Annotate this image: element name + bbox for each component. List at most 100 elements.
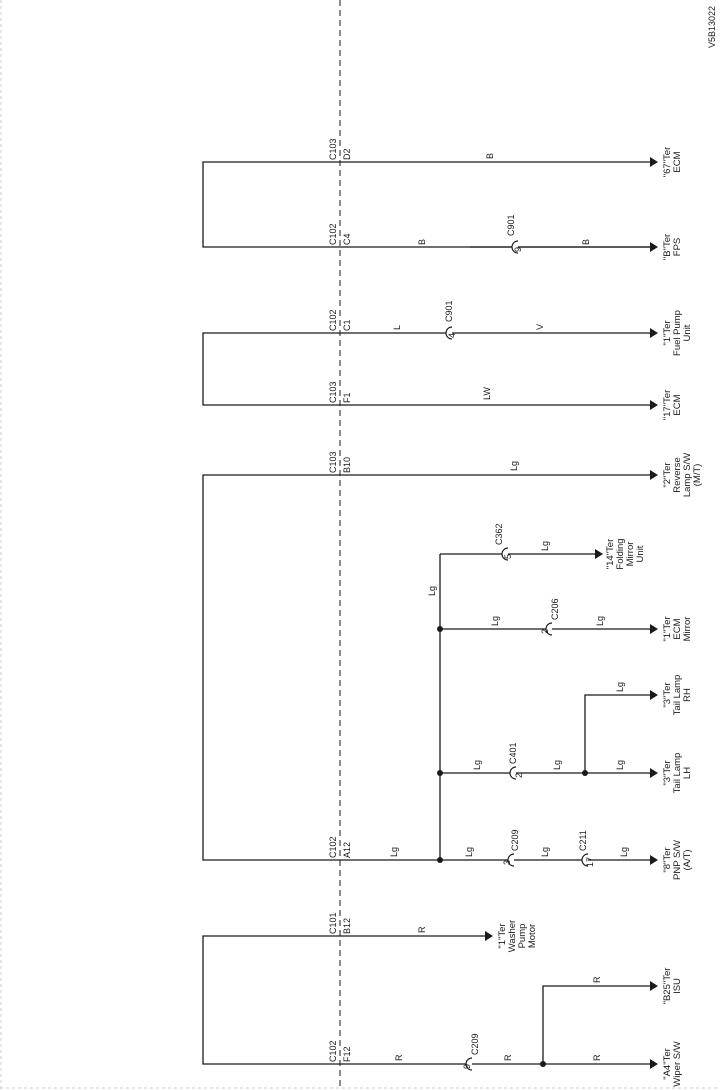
- wire-color-lw: LW: [482, 387, 492, 400]
- terminal-folding-mirror: "14"TerFoldingMirrorUnit: [605, 538, 646, 569]
- arrow-reverse: [650, 470, 658, 480]
- inline-connector-symbol: [545, 622, 553, 636]
- inline-connector-symbol: [507, 853, 515, 867]
- inline-pin-c362: 5: [503, 554, 513, 559]
- inline-pin-c209-9: 9: [462, 1064, 472, 1069]
- wire-color-v: V: [535, 324, 545, 330]
- inline-conn-c401: C401: [508, 742, 518, 764]
- inline-pin-c209: 3: [502, 860, 512, 865]
- pin-label-d2: D2: [342, 148, 352, 160]
- pin-label-f12: F12: [342, 1046, 352, 1062]
- wire-r-isu: [542, 985, 650, 1064]
- terminal-fuel-pump: "1"TerFuel PumpUnit: [662, 310, 693, 356]
- wire-color-lg-rev: Lg: [509, 461, 519, 471]
- wire-color-lg-lh3: Lg: [615, 760, 625, 770]
- wire-color-lg-pnp0: Lg: [389, 847, 399, 857]
- conn-label-c102-c1: C102: [328, 309, 338, 331]
- terminal-reverse-lamp: "2"TerReverseLamp S/W(M/T): [662, 453, 703, 497]
- connector-labels: C103 D2 C102 C4 C102 C1 C103 F1 C103 B10…: [328, 138, 352, 1062]
- figure-id: V5B13022: [707, 6, 717, 48]
- terminal-tail-lamp-rh: "3"TerTail LampRH: [662, 675, 693, 716]
- arrow-pnp: [650, 855, 658, 865]
- inline-conn-c209: C209: [510, 829, 520, 851]
- arrow-fold: [595, 549, 603, 559]
- conn-label-c103-f1: C103: [328, 381, 338, 403]
- circuit-group-lg: Lg Lg Lg 5 C362 Lg 2 C206 Lg Lg 2 C401 L…: [202, 461, 658, 867]
- splice-dot: [437, 770, 443, 776]
- inline-conn-c901-b: C901: [444, 300, 454, 322]
- inline-conn-c206: C206: [550, 598, 560, 620]
- wire-color-r-wip3: R: [592, 1054, 602, 1061]
- wire-color-lg-lh1: Lg: [472, 760, 482, 770]
- arrow-ecm-mirror: [650, 624, 658, 634]
- splice-dot: [437, 626, 443, 632]
- wire-color-lg-lh2: Lg: [552, 760, 562, 770]
- wire-color-lg-v: Lg: [427, 586, 437, 596]
- circuit-group-fuel-ecm: L V LW 4 C901: [202, 300, 658, 410]
- inline-conn-c209-b: C209: [470, 1033, 480, 1055]
- wire-color-lg-ecm2: Lg: [595, 616, 605, 626]
- wire-color-r-wip1: R: [394, 1054, 404, 1061]
- terminal-wiper-sw: "A4"TerWiper S/W: [662, 1041, 683, 1086]
- wire-color-r-washer: R: [417, 926, 427, 933]
- inline-pin-c901-9: 9: [513, 247, 523, 252]
- inline-pin-c211: 17: [585, 857, 595, 867]
- wire-b-loop: [202, 161, 650, 248]
- arrow-washer: [485, 931, 493, 941]
- inline-connector-symbol: [581, 853, 589, 867]
- inline-connector-symbol: [511, 240, 519, 254]
- inline-connector-symbol: [465, 1057, 473, 1071]
- conn-label-c103-b10: C103: [328, 451, 338, 473]
- terminal-tail-lamp-lh: "3"TerTail LampLH: [662, 753, 693, 794]
- pin-label-b10: B10: [342, 457, 352, 473]
- terminal-pnp-sw: "8"TerPNP S/W(A/T): [662, 840, 693, 880]
- pin-label-b12: B12: [342, 918, 352, 934]
- pin-label-f1: F1: [342, 392, 352, 403]
- terminal-ecm-17: "17"TerECM: [662, 390, 683, 421]
- terminal-ecm-67: "67"TerECM: [662, 147, 683, 178]
- inline-connector-symbol: [445, 326, 453, 340]
- arrow-fuel: [650, 328, 658, 338]
- inline-pin-c901-4: 4: [447, 333, 457, 338]
- conn-label-c102-a12: C102: [328, 836, 338, 858]
- terminal-washer-pump: "1"TerWasherPumpMotor: [497, 920, 538, 952]
- wire-color-l: L: [392, 325, 402, 330]
- conn-label-c103-d2: C103: [328, 138, 338, 160]
- arrow-isu: [650, 981, 658, 991]
- inline-pin-c401: 2: [514, 773, 524, 778]
- wire-color-r-isu: R: [592, 976, 602, 983]
- pin-label-a12: A12: [342, 842, 352, 858]
- wire-color-lg-rh: Lg: [615, 682, 625, 692]
- arrow-fps: [650, 242, 658, 252]
- wire-color-b1: B: [485, 153, 495, 159]
- splice-dot: [582, 770, 588, 776]
- wire-color-b3: B: [581, 239, 591, 245]
- splice-dot: [437, 857, 443, 863]
- wire-l-loop: [202, 332, 650, 406]
- wire-lg-tail-rh: [584, 694, 650, 773]
- arrow-ecm17: [650, 400, 658, 410]
- conn-label-c101-b12: C101: [328, 912, 338, 934]
- splice-dot: [540, 1061, 546, 1067]
- arrow-tail-rh: [650, 690, 658, 700]
- wire-color-lg-pnp1: Lg: [464, 847, 474, 857]
- inline-connector-symbol: [509, 766, 517, 780]
- inline-conn-c362: C362: [494, 523, 504, 545]
- wire-color-lg-pnp3: Lg: [619, 847, 629, 857]
- terminal-fps: "B"TerFPS: [662, 234, 683, 260]
- terminal-ecm-mirror: "1"TerECMMirror: [662, 616, 693, 641]
- conn-label-c102-c4: C102: [328, 223, 338, 245]
- wire-r-loop: [202, 935, 650, 1065]
- circuit-group-r: R R 9 C209 R R R: [202, 926, 658, 1071]
- inline-conn-c901-a: C901: [506, 214, 516, 236]
- circuit-group-ecm-fps: B B B 9 C901: [202, 153, 658, 254]
- pin-label-c4: C4: [342, 233, 352, 245]
- arrow-ecm67: [650, 157, 658, 167]
- terminal-isu: "B25"TerISU: [662, 968, 683, 1005]
- wire-color-r-wip2: R: [503, 1054, 513, 1061]
- arrow-tail-lh: [650, 768, 658, 778]
- wire-color-b2: B: [417, 239, 427, 245]
- wire-color-lg-pnp2: Lg: [540, 847, 550, 857]
- wire-lg-loop: [202, 474, 650, 861]
- wire-color-lg-mirror: Lg: [540, 541, 550, 551]
